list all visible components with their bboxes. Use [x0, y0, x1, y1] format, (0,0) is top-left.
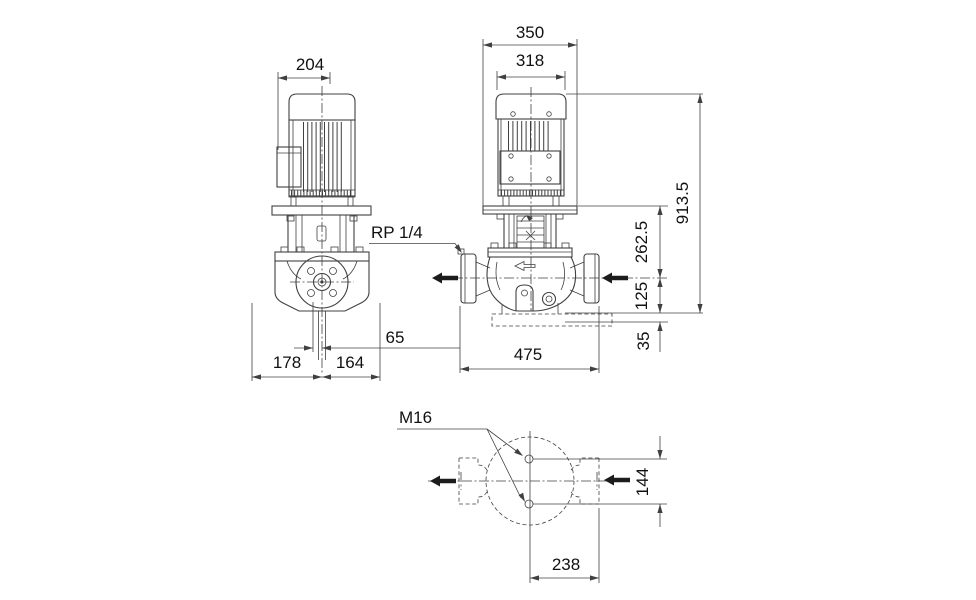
- dim-238-label: 238: [552, 555, 580, 574]
- dim-475-label: 475: [514, 345, 542, 364]
- flange-bolt-hole: [329, 289, 337, 297]
- gauge-tapping: [457, 248, 465, 255]
- motor-side: [276, 93, 356, 207]
- flow-direction-arrow: [514, 260, 536, 272]
- lantern-side: [286, 215, 358, 252]
- side-view: 204 65 178 164: [251, 55, 460, 381]
- flange-bolt-hole: [329, 267, 337, 275]
- dim-144: 144: [533, 436, 667, 527]
- flow-arrow-inlet-plan: [604, 474, 630, 486]
- flange-bolt-hole: [307, 267, 315, 275]
- support-rib: [515, 284, 534, 311]
- dim-350: 350: [482, 23, 578, 208]
- flange-bolt-hole: [307, 289, 315, 297]
- anchor-thread-label: M16: [399, 408, 432, 427]
- dim-144-label: 144: [633, 468, 652, 496]
- dim-204-label: 204: [296, 55, 324, 74]
- gauge-port-callout: RP 1/4: [369, 223, 462, 253]
- dim-35-label: 35: [634, 332, 653, 351]
- flow-arrow-outlet-plan: [430, 475, 456, 487]
- rotation-arrow: [520, 215, 533, 223]
- dim-125-label: 125: [632, 282, 651, 310]
- anchor-bolt-hole: [524, 454, 534, 464]
- dim-204: 204: [277, 55, 331, 150]
- coupling-plug: [316, 225, 327, 242]
- pump-housing-front: [457, 248, 600, 314]
- dim-318: 318: [496, 51, 566, 90]
- dim-35: 35: [634, 322, 663, 352]
- motor-front: [495, 93, 567, 207]
- base-plate-hidden: [491, 313, 613, 327]
- stool-plate-side: [271, 205, 372, 216]
- terminal-box-front: [499, 150, 561, 185]
- dim-238: 238: [530, 508, 600, 583]
- dim-475: 475: [459, 306, 600, 373]
- outlet-flange: [460, 253, 477, 304]
- dim-262-5-label: 262.5: [632, 221, 651, 264]
- dim-913-5: 913.5: [566, 93, 703, 313]
- dim-65: 65: [294, 302, 460, 352]
- anchor-bolt-callout: M16: [397, 408, 525, 502]
- front-view: RP 1/4 350 318: [369, 23, 703, 373]
- dim-262-5: 262.5: [578, 205, 668, 278]
- lantern-front: [496, 213, 564, 249]
- gauge-port-label: RP 1/4: [371, 223, 423, 242]
- plan-view: M16 144 238: [397, 408, 667, 583]
- inlet-port-plan: [570, 457, 600, 505]
- dim-178-164: 178 164: [251, 303, 381, 381]
- flow-arrow-inlet: [602, 272, 628, 284]
- dim-178-label: 178: [273, 353, 301, 372]
- terminal-box-side: [276, 146, 302, 188]
- dim-318-label: 318: [516, 51, 544, 70]
- inlet-flange: [583, 253, 600, 304]
- dim-350-label: 350: [516, 23, 544, 42]
- drain-plug: [541, 291, 557, 307]
- dim-125: 125: [632, 278, 663, 313]
- dim-164-label: 164: [336, 353, 364, 372]
- outlet-port-plan: [458, 457, 488, 505]
- flow-arrow-outlet: [432, 272, 458, 284]
- anchor-bolt-hole: [524, 499, 534, 509]
- dim-913-5-label: 913.5: [673, 182, 692, 225]
- dim-65-label: 65: [386, 328, 405, 347]
